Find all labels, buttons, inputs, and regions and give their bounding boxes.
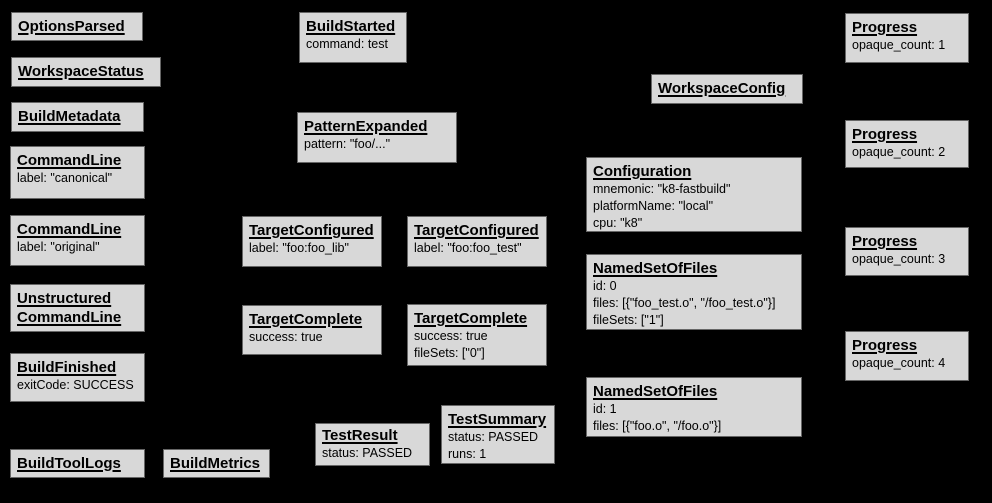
node-title: BuildFinished	[17, 359, 117, 376]
node-title: Progress	[852, 233, 918, 250]
node-title: PatternExpanded	[304, 118, 428, 135]
node-field: runs: 1	[448, 447, 487, 461]
node-progress-1: Progress opaque_count: 1	[845, 13, 969, 63]
node-field: opaque_count: 3	[852, 252, 946, 266]
node-workspace-config: WorkspaceConfig	[651, 74, 803, 104]
node-field: fileSets: ["0"]	[414, 346, 485, 360]
node-build-finished: BuildFinished exitCode: SUCCESS	[10, 353, 145, 402]
node-field: opaque_count: 2	[852, 145, 946, 159]
node-progress-4: Progress opaque_count: 4	[845, 331, 969, 381]
node-title: BuildToolLogs	[17, 455, 121, 472]
node-title: TargetConfigured	[414, 222, 539, 239]
node-field: command: test	[306, 37, 388, 51]
node-field: success: true	[414, 329, 488, 343]
node-options-parsed: OptionsParsed	[11, 12, 143, 41]
node-build-metadata: BuildMetadata	[11, 102, 144, 132]
node-title: TargetComplete	[249, 311, 363, 328]
node-title: Configuration	[593, 163, 692, 180]
node-progress-3: Progress opaque_count: 3	[845, 227, 969, 276]
node-target-complete-test: TargetComplete success: true fileSets: […	[407, 304, 547, 366]
node-target-configured-foo-test: TargetConfigured label: "foo:foo_test"	[407, 216, 547, 267]
node-field: label: "foo:foo_lib"	[249, 241, 349, 255]
node-title: NamedSetOfFiles	[593, 383, 718, 400]
node-pattern-expanded: PatternExpanded pattern: "foo/..."	[297, 112, 457, 163]
node-command-line-canonical: CommandLine label: "canonical"	[10, 146, 145, 199]
node-field: fileSets: ["1"]	[593, 313, 664, 327]
node-title: TestSummary	[448, 411, 547, 428]
node-build-metrics: BuildMetrics	[163, 449, 270, 478]
node-field: files: [{"foo_test.o", "/foo_test.o"}]	[593, 296, 776, 310]
node-configuration: Configuration mnemonic: "k8-fastbuild" p…	[586, 157, 802, 232]
node-target-configured-foo-lib: TargetConfigured label: "foo:foo_lib"	[242, 216, 382, 267]
node-title: CommandLine	[17, 221, 122, 238]
node-field: label: "foo:foo_test"	[414, 241, 522, 255]
node-title: Progress	[852, 19, 918, 36]
node-title: BuildStarted	[306, 18, 396, 35]
node-field: exitCode: SUCCESS	[17, 378, 134, 392]
node-field: cpu: "k8"	[593, 216, 643, 230]
node-field: status: PASSED	[322, 446, 413, 460]
node-field: opaque_count: 4	[852, 356, 946, 370]
node-title: Unstructured CommandLine	[17, 290, 122, 326]
node-title: OptionsParsed	[18, 18, 125, 35]
node-title: Progress	[852, 337, 918, 354]
node-field: files: [{"foo.o", "/foo.o"}]	[593, 419, 722, 433]
node-title: TargetComplete	[414, 310, 528, 327]
node-field: id: 1	[593, 402, 617, 416]
node-title: WorkspaceConfig	[658, 80, 786, 97]
node-title: BuildMetadata	[18, 108, 121, 125]
node-progress-2: Progress opaque_count: 2	[845, 120, 969, 168]
node-field: label: "canonical"	[17, 171, 113, 185]
node-title: TargetConfigured	[249, 222, 374, 239]
node-build-started: BuildStarted command: test	[299, 12, 407, 63]
node-title: CommandLine	[17, 152, 122, 169]
node-field: mnemonic: "k8-fastbuild"	[593, 182, 731, 196]
node-field: status: PASSED	[448, 430, 539, 444]
node-title: BuildMetrics	[170, 455, 261, 472]
node-test-summary: TestSummary status: PASSED runs: 1	[441, 405, 555, 464]
node-target-complete-lib: TargetComplete success: true	[242, 305, 382, 355]
node-field: platformName: "local"	[593, 199, 714, 213]
node-field: id: 0	[593, 279, 617, 293]
node-unstructured-command-line: Unstructured CommandLine	[10, 284, 145, 332]
node-title: TestResult	[322, 427, 398, 444]
node-field: success: true	[249, 330, 323, 344]
node-workspace-status: WorkspaceStatus	[11, 57, 161, 87]
node-build-tool-logs: BuildToolLogs	[10, 449, 145, 478]
node-title: Progress	[852, 126, 918, 143]
node-command-line-original: CommandLine label: "original"	[10, 215, 145, 266]
node-field: label: "original"	[17, 240, 100, 254]
node-title: NamedSetOfFiles	[593, 260, 718, 277]
node-test-result: TestResult status: PASSED	[315, 423, 430, 466]
node-field: pattern: "foo/..."	[304, 137, 391, 151]
node-named-set-of-files-0: NamedSetOfFiles id: 0 files: [{"foo_test…	[586, 254, 802, 330]
node-title: WorkspaceStatus	[18, 63, 144, 80]
node-field: opaque_count: 1	[852, 38, 946, 52]
node-named-set-of-files-1: NamedSetOfFiles id: 1 files: [{"foo.o", …	[586, 377, 802, 437]
